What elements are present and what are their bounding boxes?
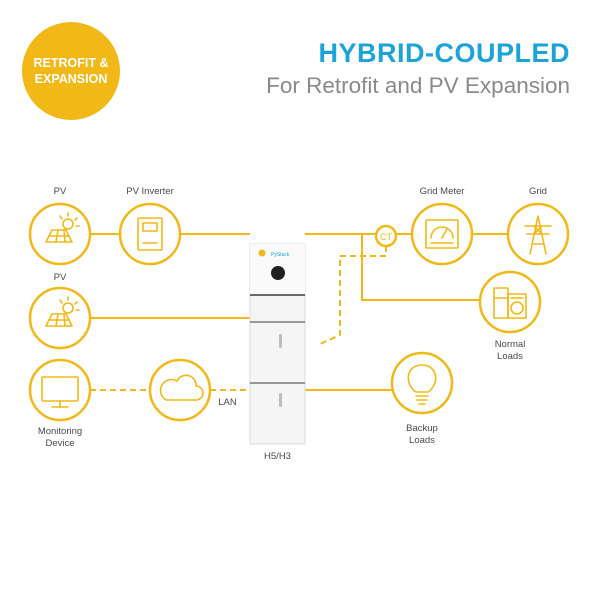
pv-inverter-circle <box>118 202 182 266</box>
badge-line-1: RETROFIT & <box>33 56 109 70</box>
label-monitoring-device: Monitoring Device <box>25 426 95 450</box>
cloud-icon <box>159 374 204 401</box>
solar-panel-icon <box>45 296 80 327</box>
gauge-meter-icon <box>425 219 459 249</box>
page-title: HYBRID-COUPLED <box>318 38 570 68</box>
label-pv-inverter: PV Inverter <box>126 186 174 197</box>
label-monitoring-line-1: Monitoring <box>37 426 83 437</box>
light-bulb-icon <box>407 364 437 405</box>
brand-logo-icon <box>258 249 266 257</box>
page-subtitle: For Retrofit and PV Expansion <box>266 73 570 98</box>
monitoring-circle <box>28 358 92 422</box>
appliances-icon <box>493 287 527 319</box>
display-screen <box>271 266 285 280</box>
label-grid-meter: Grid Meter <box>419 186 465 197</box>
label-backup-loads: Backup Loads <box>392 423 452 447</box>
label-backup-line-1: Backup <box>406 423 438 434</box>
label-monitoring-line-2: Device <box>45 438 75 449</box>
monitor-icon <box>41 376 79 408</box>
label-backup-line-2: Loads <box>409 435 435 446</box>
grid-meter-circle <box>410 202 474 266</box>
solar-panel-icon <box>45 212 80 243</box>
power-tower-icon <box>524 215 552 255</box>
label-pv-top: PV <box>53 186 67 197</box>
data-lines <box>90 246 387 391</box>
label-normal-loads-line-2: Loads <box>497 351 523 362</box>
retrofit-badge: RETROFIT & EXPANSION <box>22 22 120 120</box>
badge-line-2: EXPANSION <box>34 72 108 86</box>
label-normal-loads: Normal Loads <box>480 339 540 363</box>
label-grid: Grid <box>529 186 547 197</box>
label-h5-h3: H5/H3 <box>264 451 291 462</box>
label-lan: LAN <box>218 397 237 408</box>
inverter-icon <box>137 217 163 251</box>
cloud-circle <box>148 358 212 422</box>
label-normal-loads-line-1: Normal <box>494 339 526 350</box>
label-pv-bottom: PV <box>53 272 67 283</box>
normal-loads-circle <box>478 270 542 334</box>
ct-label: CT <box>380 232 392 242</box>
brand-name: PyStack <box>271 252 290 258</box>
backup-loads-circle <box>390 351 454 415</box>
h5-h3-battery-unit: PyStack <box>249 243 306 445</box>
ct-circle <box>374 224 398 248</box>
